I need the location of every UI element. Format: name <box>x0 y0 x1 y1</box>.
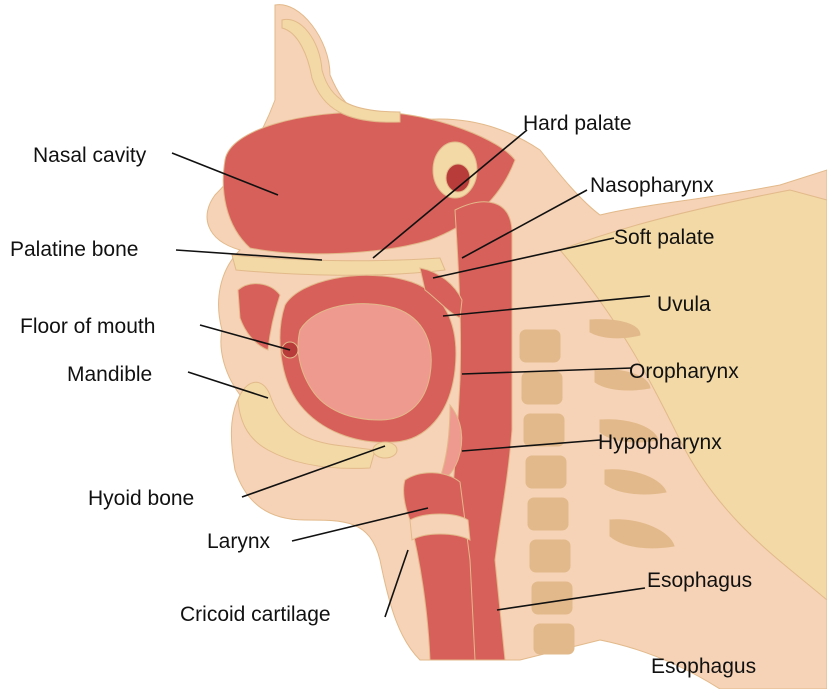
label-nasal-cavity: Nasal cavity <box>33 145 146 166</box>
vertebra <box>532 582 572 614</box>
vertebra <box>528 498 568 530</box>
label-esophagus: Esophagus <box>647 570 752 591</box>
label-hard-palate: Hard palate <box>523 113 632 134</box>
label-esophagus-caption: Esophagus <box>651 656 756 677</box>
label-hyoid-bone: Hyoid bone <box>88 488 194 509</box>
label-nasopharynx: Nasopharynx <box>590 175 714 196</box>
vertebra <box>530 540 570 572</box>
label-cricoid-cartilage: Cricoid cartilage <box>180 604 331 625</box>
label-palatine-bone: Palatine bone <box>10 239 138 260</box>
label-oropharynx: Oropharynx <box>629 361 739 382</box>
label-soft-palate: Soft palate <box>614 227 714 248</box>
vertebra <box>526 456 566 488</box>
label-larynx: Larynx <box>207 531 270 552</box>
label-hypopharynx: Hypopharynx <box>598 432 722 453</box>
hyoid <box>373 442 397 458</box>
vertebra <box>524 414 564 446</box>
label-floor-of-mouth: Floor of mouth <box>20 316 155 337</box>
vertebra <box>522 372 562 404</box>
label-uvula: Uvula <box>657 294 711 315</box>
vertebra <box>520 330 560 362</box>
label-mandible: Mandible <box>67 364 152 385</box>
vertebra <box>534 624 574 654</box>
